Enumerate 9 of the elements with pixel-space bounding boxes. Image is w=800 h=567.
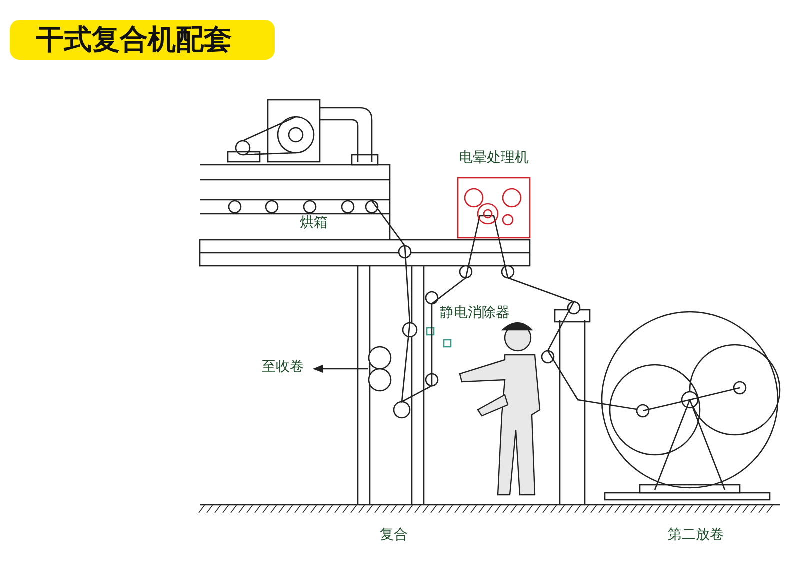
- section-label: 第二放卷: [668, 527, 724, 543]
- part-label: 静电消除器: [440, 305, 510, 321]
- roller-pair: [368, 346, 392, 392]
- arrow: [313, 365, 368, 373]
- machine-label: 电晕处理机: [458, 150, 530, 166]
- title-banner: 干式复合机配套: [10, 20, 275, 60]
- rewind-label: 至收卷: [262, 359, 312, 377]
- oven-label: 烘箱: [300, 215, 328, 231]
- section-label: 复合: [380, 527, 408, 543]
